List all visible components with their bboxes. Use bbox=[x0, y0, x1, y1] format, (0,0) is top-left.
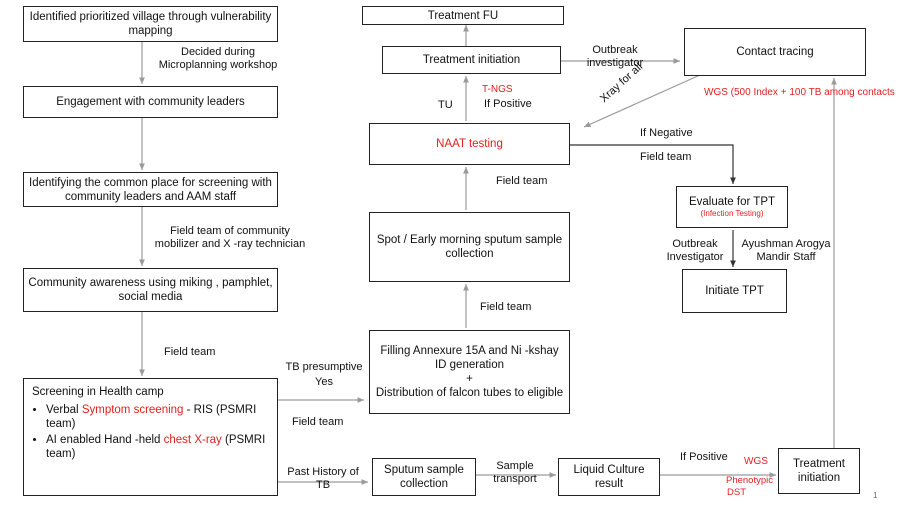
box-treatment-initiation-bottom: Treatment initiation bbox=[778, 448, 860, 494]
arrow-naat-to-evaluate bbox=[570, 144, 736, 184]
annexure-line-2: + bbox=[466, 373, 473, 385]
box-engagement: Engagement with community leaders bbox=[23, 86, 278, 118]
label-outbreak-mid: Outbreak Investigator bbox=[666, 238, 724, 263]
label-if-positive-bottom: If Positive bbox=[680, 451, 728, 463]
label-tb-presumptive: TB presumptive bbox=[285, 361, 363, 373]
screening-item-symptom-prefix: Verbal bbox=[46, 404, 82, 416]
label-phenotypic: Phenotypic bbox=[726, 475, 774, 486]
evaluate-tpt-title: Evaluate for TPT bbox=[688, 196, 776, 208]
label-field-team-5: Field team bbox=[640, 151, 692, 163]
screening-item-symptom-highlight: Symptom screening bbox=[81, 404, 184, 416]
label-outbreak-top: Outbreak investigator bbox=[586, 44, 644, 69]
label-sample-transport: Sample transport bbox=[493, 460, 537, 485]
box-filling-annexure: Filling Annexure 15A and Ni -kshay ID ge… bbox=[369, 330, 570, 414]
arrow-contact-to-naat bbox=[583, 74, 701, 128]
label-past-history: Past History of TB bbox=[287, 466, 359, 491]
annexure-line-3: Distribution of falcon tubes to eligible bbox=[375, 387, 564, 399]
screening-item-xray-suffix: (PSMRI team) bbox=[46, 434, 266, 460]
box-village-mapping: Identified prioritized village through v… bbox=[23, 6, 278, 42]
label-wgs-bottom: WGS bbox=[744, 456, 768, 467]
screening-title: Screening in Health camp bbox=[32, 386, 164, 398]
label-field-team-3: Field team bbox=[480, 301, 532, 313]
screening-list: Verbal Symptom screening - RIS (PSMRI te… bbox=[32, 403, 269, 461]
label-tu: TU bbox=[438, 99, 453, 111]
screening-item-xray-prefix: AI enabled Hand -held bbox=[46, 434, 164, 446]
box-awareness: Community awareness using miking , pamph… bbox=[23, 268, 278, 312]
box-spot-sputum: Spot / Early morning sputum sample colle… bbox=[369, 212, 570, 282]
box-evaluate-tpt: Evaluate for TPT (Infection Testing) bbox=[676, 186, 788, 228]
label-decided: Decided during Microplanning workshop bbox=[158, 46, 278, 71]
box-naat-testing: NAAT testing bbox=[369, 123, 570, 165]
slide-number: 1 bbox=[873, 491, 878, 500]
label-field-team-2: Field team bbox=[292, 416, 344, 428]
annexure-line-1: Filling Annexure 15A and Ni -kshay ID ge… bbox=[380, 345, 559, 371]
box-common-place: Identifying the common place for screeni… bbox=[23, 172, 278, 207]
box-initiate-tpt: Initiate TPT bbox=[682, 269, 787, 313]
label-field-team-1: Field team bbox=[164, 346, 216, 358]
label-ayushman: Ayushman Arogya Mandir Staff bbox=[741, 238, 831, 263]
label-field-team-community: Field team of community mobilizer and X … bbox=[154, 225, 306, 250]
box-contact-tracing: Contact tracing bbox=[684, 28, 866, 76]
label-if-negative: If Negative bbox=[640, 127, 693, 139]
box-liquid-culture: Liquid Culture result bbox=[558, 458, 660, 496]
label-wgs-contacts: WGS (500 Index + 100 TB among contacts bbox=[704, 87, 895, 98]
naat-testing-label: NAAT testing bbox=[436, 138, 503, 150]
screening-item-symptom-suffix: - RIS (PSMRI team) bbox=[46, 404, 257, 430]
box-sputum-collection: Sputum sample collection bbox=[372, 458, 476, 496]
box-treatment-fu: Treatment FU bbox=[362, 6, 564, 25]
label-field-team-4: Field team bbox=[496, 175, 548, 187]
label-if-positive-top: If Positive bbox=[484, 98, 532, 110]
screening-item-xray: AI enabled Hand -held chest X-ray (PSMRI… bbox=[46, 433, 269, 461]
label-yes: Yes bbox=[315, 376, 333, 388]
label-dst: DST bbox=[727, 487, 746, 498]
screening-item-xray-highlight: chest X-ray bbox=[163, 434, 222, 446]
screening-item-symptom: Verbal Symptom screening - RIS (PSMRI te… bbox=[46, 403, 269, 431]
box-screening: Screening in Health camp Verbal Symptom … bbox=[23, 378, 278, 496]
box-treatment-initiation-top: Treatment initiation bbox=[382, 46, 561, 74]
label-t-ngs: T-NGS bbox=[482, 84, 513, 95]
evaluate-tpt-subtitle: (Infection Testing) bbox=[700, 209, 764, 218]
